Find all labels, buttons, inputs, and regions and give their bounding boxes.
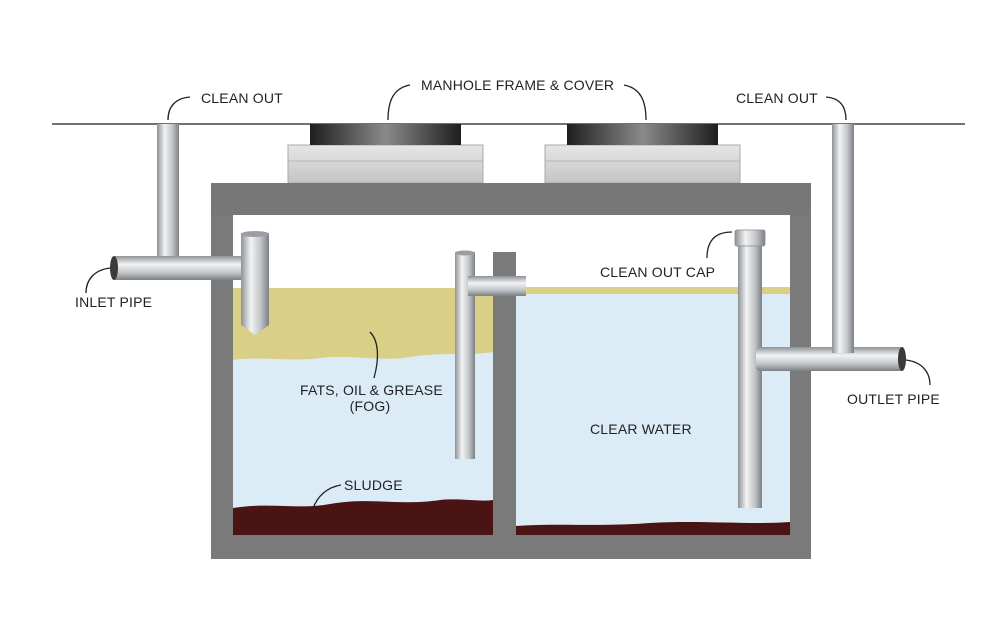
grease-film-right <box>516 287 790 294</box>
label-inlet-pipe: INLET PIPE <box>75 294 153 310</box>
leader-clean-out-left <box>167 96 191 121</box>
leader-fog <box>369 331 379 379</box>
sludge-layer-right <box>516 522 790 535</box>
label-fog-line1: FATS, OIL & GREASE <box>300 382 443 398</box>
clean-out-pipe-right <box>832 124 854 353</box>
transfer-pipe-vertical <box>455 252 475 459</box>
inlet-pipe <box>112 256 247 280</box>
outlet-pipe <box>756 347 904 371</box>
label-sludge: SLUDGE <box>344 477 403 493</box>
inlet-tee <box>241 233 269 335</box>
manhole-right <box>544 124 741 184</box>
label-fog-line2: (FOG) <box>349 398 391 414</box>
tank-lid <box>211 183 811 215</box>
leader-clean-out-cap <box>706 231 733 259</box>
left-chamber-water <box>233 352 493 535</box>
leader-manhole-right <box>623 84 647 121</box>
transfer-pipe-horizontal <box>468 276 526 296</box>
clean-out-pipe-left <box>157 124 179 264</box>
label-manhole-frame-cover: MANHOLE FRAME & COVER <box>421 77 615 93</box>
label-fog: FATS, OIL & GREASE (FOG) <box>300 382 443 414</box>
label-outlet-pipe: OUTLET PIPE <box>847 391 940 407</box>
manhole-left <box>287 124 484 184</box>
label-clean-out-cap: CLEAN OUT CAP <box>600 264 716 280</box>
leader-inlet-pipe <box>85 267 111 294</box>
right-chamber-water <box>516 290 790 535</box>
leader-sludge <box>311 484 342 513</box>
sludge-layer-left <box>233 499 493 535</box>
leader-outlet-pipe <box>905 359 931 386</box>
clean-out-cap <box>734 229 766 247</box>
label-clean-out-right: CLEAN OUT <box>736 90 818 106</box>
label-clean-out-left: CLEAN OUT <box>201 90 283 106</box>
tank <box>211 183 811 559</box>
grease-layer <box>233 288 493 360</box>
leader-manhole-left <box>387 84 411 121</box>
outlet-riser <box>738 244 762 508</box>
baffle-wall <box>493 252 516 535</box>
leader-clean-out-right <box>825 96 847 121</box>
label-clear-water: CLEAR WATER <box>590 421 692 437</box>
